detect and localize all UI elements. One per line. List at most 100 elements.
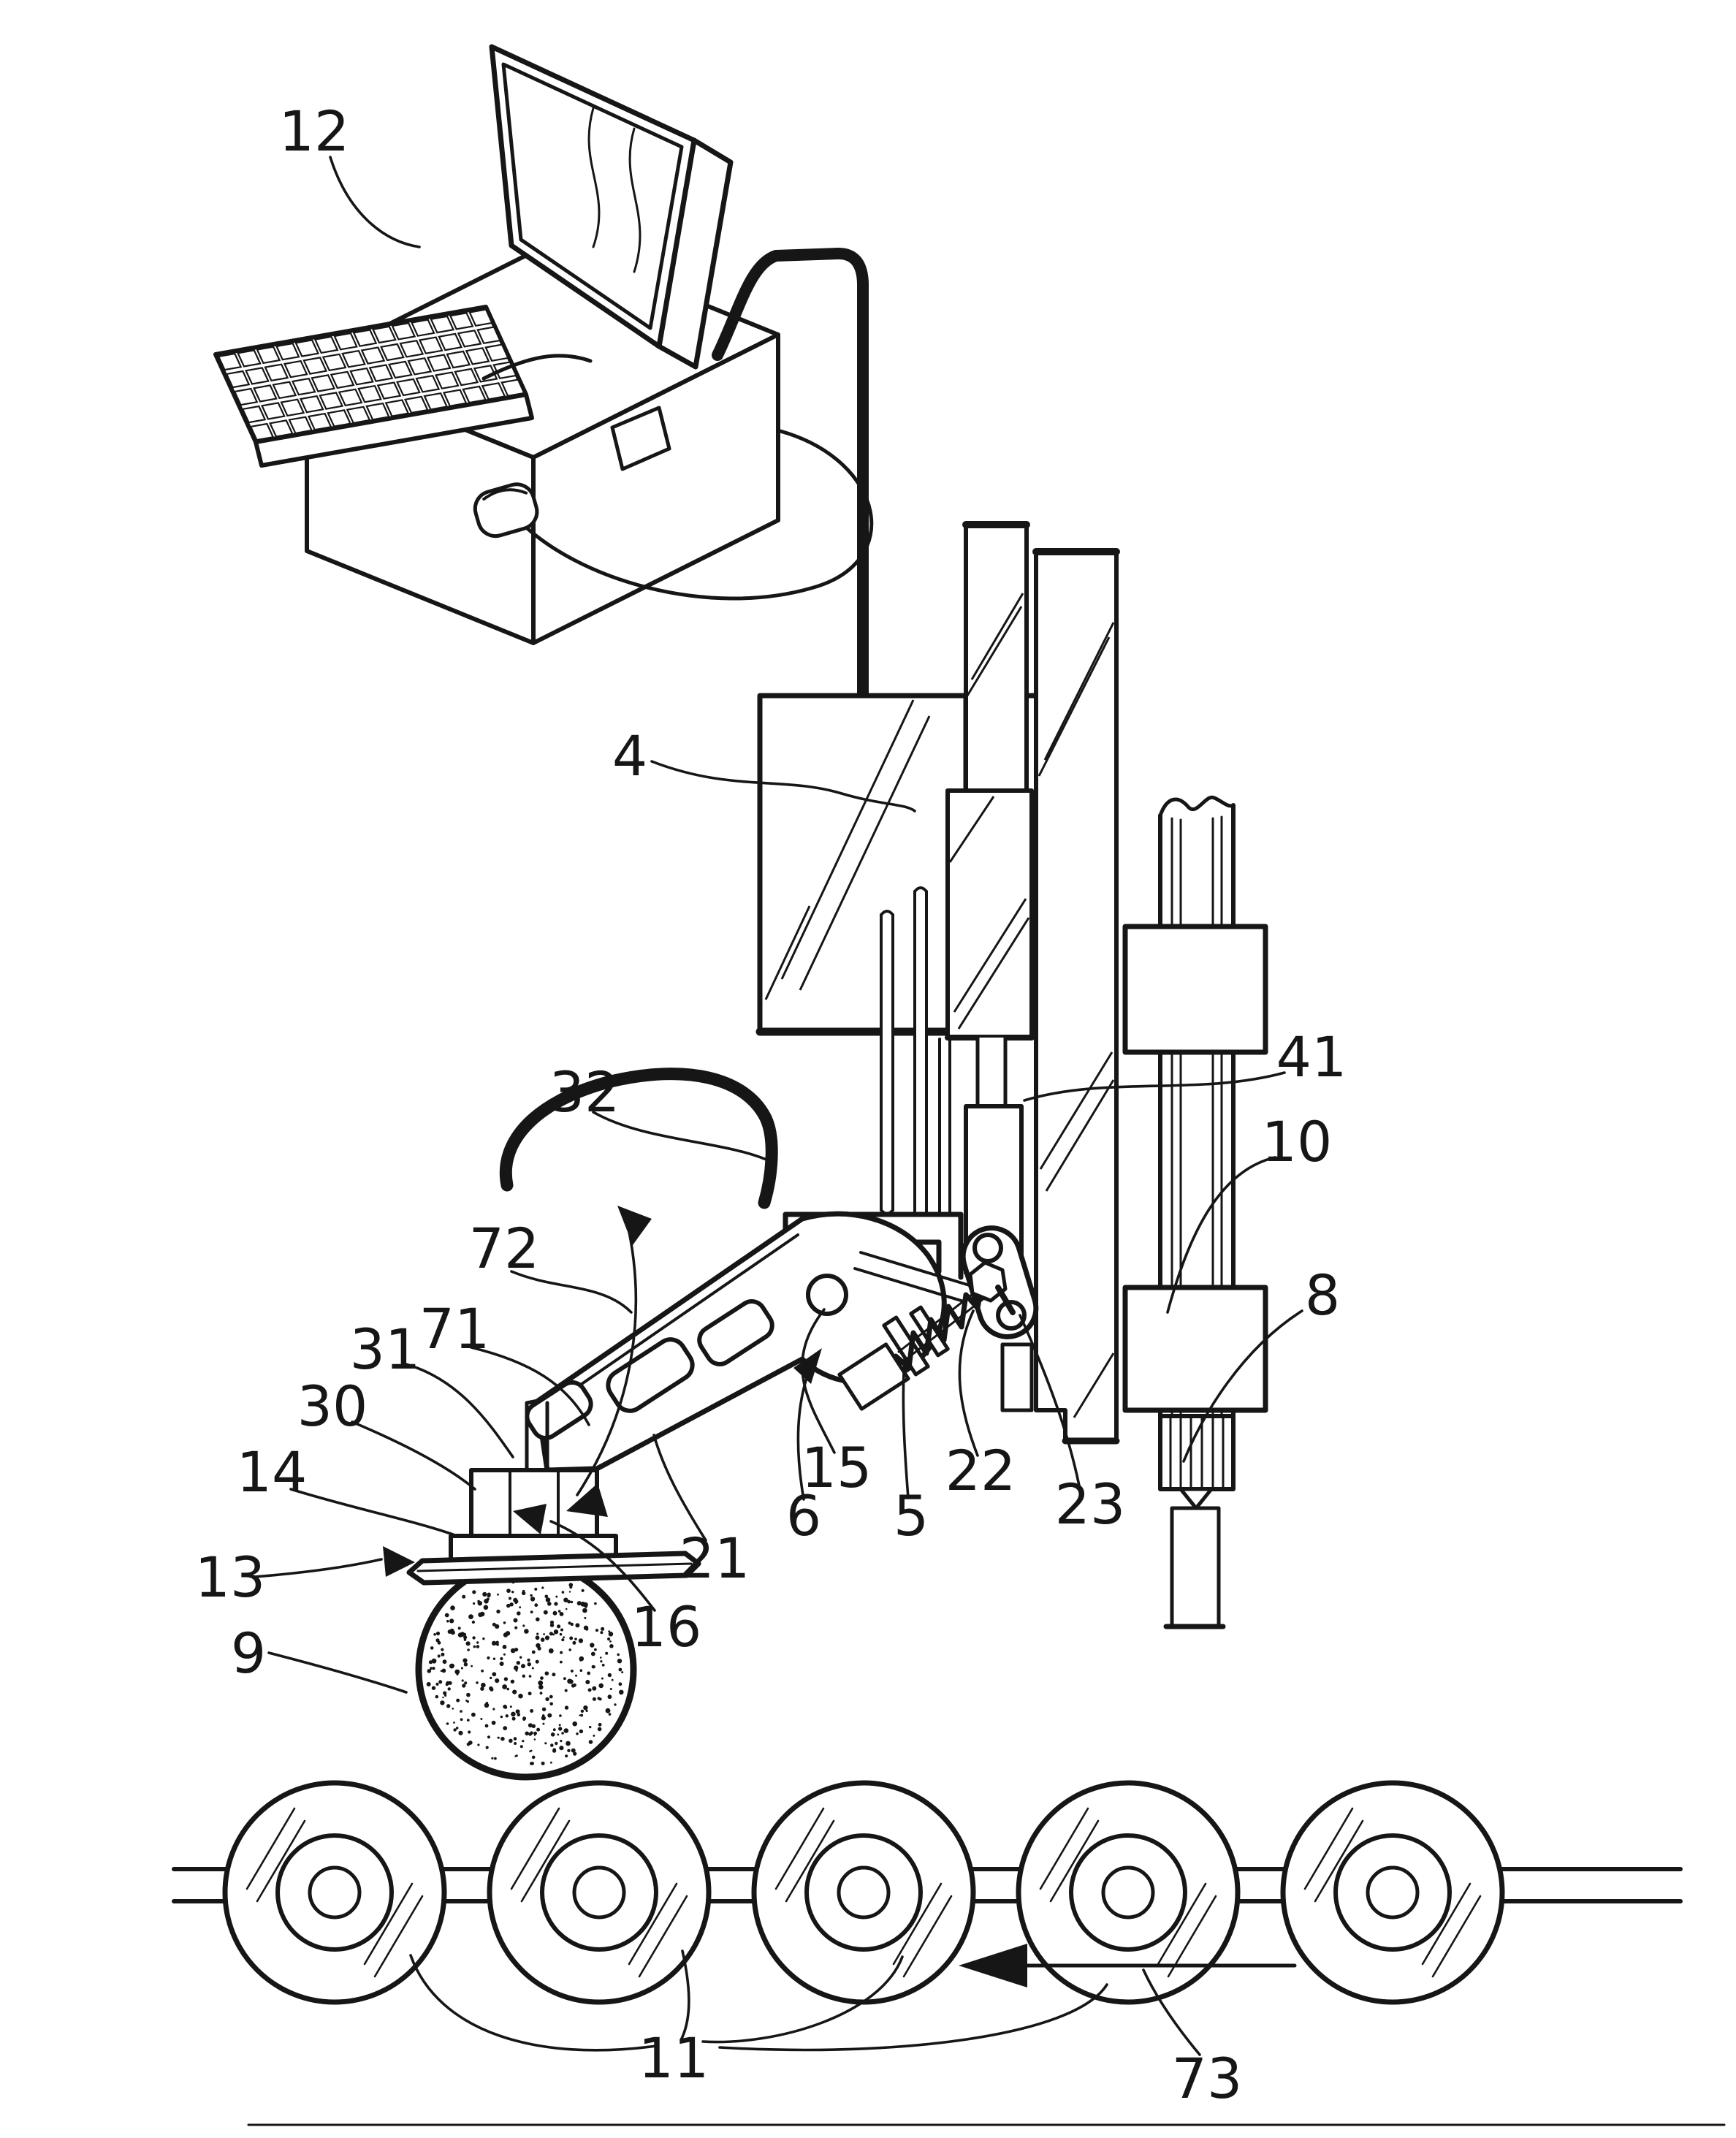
keyboard-key bbox=[357, 384, 382, 403]
keyboard-key bbox=[388, 360, 413, 379]
keyboard-key bbox=[454, 368, 479, 387]
keyboard-key bbox=[225, 370, 251, 389]
keyboard-key bbox=[311, 374, 336, 392]
keyboard-key bbox=[457, 330, 482, 348]
keyboard-key bbox=[283, 359, 308, 378]
slide-column bbox=[945, 521, 1035, 1041]
keyboard-key bbox=[237, 349, 262, 368]
label-10: 10 bbox=[1262, 1109, 1333, 1174]
return-spring bbox=[893, 1260, 1016, 1371]
keyboard-key bbox=[253, 384, 278, 403]
keyboard-key bbox=[368, 364, 394, 382]
keyboard-key bbox=[438, 332, 463, 351]
label-32: 32 bbox=[549, 1060, 620, 1125]
monitor-stand bbox=[610, 406, 671, 471]
vertical-slide-plate bbox=[755, 693, 1039, 1036]
keyboard-key bbox=[245, 367, 270, 385]
keyboard-key bbox=[423, 392, 449, 411]
keyboard-key bbox=[217, 352, 243, 371]
arm-tip-arrowhead bbox=[513, 1504, 547, 1534]
keyboard-key bbox=[462, 385, 487, 404]
label-71: 71 bbox=[419, 1296, 490, 1361]
label-72: 72 bbox=[469, 1216, 540, 1281]
keyboard-key bbox=[233, 387, 259, 406]
computer-workstation bbox=[213, 44, 874, 700]
keyboard-key bbox=[333, 332, 358, 351]
keyboard-key bbox=[341, 349, 366, 368]
spring-bolt-hex bbox=[968, 1260, 1008, 1303]
conveyor-axles bbox=[172, 1867, 1683, 1903]
label-11: 11 bbox=[639, 2025, 709, 2091]
keyboard-key bbox=[302, 357, 328, 375]
label-5: 5 bbox=[894, 1483, 929, 1548]
keyboard-key bbox=[407, 357, 433, 376]
keyboard-key bbox=[360, 346, 386, 365]
roller bbox=[751, 1780, 976, 2005]
disc-arrowhead bbox=[383, 1546, 415, 1577]
spindle-foot bbox=[1158, 1414, 1236, 1629]
keyboard-key bbox=[264, 363, 289, 382]
label-12: 12 bbox=[279, 99, 350, 164]
slide-body bbox=[1032, 548, 1120, 1445]
keyboard-key bbox=[349, 367, 374, 386]
keyboard-key bbox=[426, 354, 452, 372]
keyboard-key bbox=[299, 395, 324, 414]
beam-top-edge bbox=[542, 1233, 799, 1412]
keyboard-key bbox=[294, 339, 320, 357]
keyboard-key bbox=[410, 319, 435, 337]
head-strut-1 bbox=[859, 1251, 973, 1287]
swing-up-arrowhead bbox=[617, 1206, 652, 1245]
keyboard-key bbox=[291, 377, 316, 396]
keyboard-key bbox=[396, 378, 421, 397]
keyboard-key bbox=[399, 339, 425, 358]
conveyor bbox=[172, 1780, 1683, 2005]
rail-break-line bbox=[1158, 795, 1236, 818]
keyboard-cable bbox=[481, 354, 593, 381]
foot-column bbox=[1170, 1506, 1221, 1629]
roller bbox=[487, 1780, 712, 2005]
keyboard-key bbox=[468, 308, 493, 327]
keyboard-key bbox=[280, 398, 305, 417]
keyboard-key bbox=[404, 395, 429, 414]
keyboard-key bbox=[330, 370, 355, 389]
leader-lines bbox=[253, 156, 1303, 2056]
keyboard-key bbox=[352, 329, 378, 347]
arm-cutout-1 bbox=[525, 1380, 593, 1441]
keyboard-key bbox=[391, 322, 416, 341]
label-23: 23 bbox=[1055, 1472, 1126, 1537]
keyboard bbox=[213, 305, 534, 468]
label-31: 31 bbox=[350, 1317, 421, 1382]
label-30: 30 bbox=[297, 1374, 368, 1439]
label-21: 21 bbox=[679, 1526, 750, 1591]
hanger-tubes bbox=[880, 886, 951, 1215]
label-73: 73 bbox=[1172, 2046, 1243, 2111]
label-22: 22 bbox=[945, 1438, 1016, 1503]
conveyor-rollers bbox=[222, 1780, 1505, 2005]
keyboard-key bbox=[376, 381, 402, 400]
keyboard-key bbox=[418, 336, 443, 354]
arm-cutout-3 bbox=[697, 1299, 774, 1366]
label-8: 8 bbox=[1305, 1263, 1340, 1328]
keyboard-key bbox=[380, 343, 405, 362]
mouse-cable bbox=[515, 429, 874, 601]
foot-tip bbox=[1179, 1487, 1214, 1510]
keyboard-key bbox=[500, 378, 525, 397]
keyboard-key bbox=[327, 409, 352, 427]
keyboard-key bbox=[481, 382, 506, 400]
label-15: 15 bbox=[802, 1435, 872, 1500]
clevis-hole-upper bbox=[972, 1233, 1003, 1263]
keyboard-key bbox=[249, 422, 275, 441]
label-4: 4 bbox=[612, 723, 647, 788]
arm-cutout-2 bbox=[606, 1337, 695, 1413]
keyboard-key bbox=[442, 389, 468, 407]
machine-column bbox=[755, 521, 1268, 1629]
guide-block-upper bbox=[1122, 924, 1268, 1055]
label-13: 13 bbox=[195, 1545, 266, 1610]
keyboard-key bbox=[269, 419, 294, 438]
roller bbox=[1280, 1780, 1505, 2005]
keyboard-key bbox=[465, 347, 490, 365]
swing-direction-arrows bbox=[566, 1206, 652, 1517]
